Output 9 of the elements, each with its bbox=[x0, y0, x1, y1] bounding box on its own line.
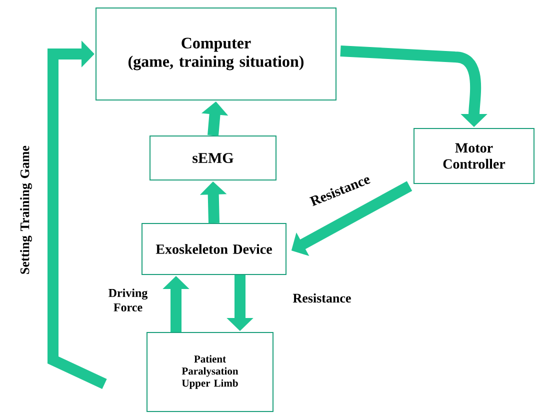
block-arrow bbox=[48, 40, 107, 389]
edge-label: Setting Training Game bbox=[20, 146, 32, 274]
process-box: Exoskeleton Device bbox=[142, 223, 286, 275]
process-box: Patient Paralysation Upper Limb bbox=[146, 332, 274, 412]
process-box: sEMG bbox=[150, 136, 276, 180]
process-box: Motor Controller bbox=[414, 128, 534, 184]
edge-label: Resistance bbox=[292, 293, 351, 303]
process-box: Computer (game, training situation) bbox=[96, 8, 336, 100]
edge-label: Driving Force bbox=[108, 288, 148, 312]
